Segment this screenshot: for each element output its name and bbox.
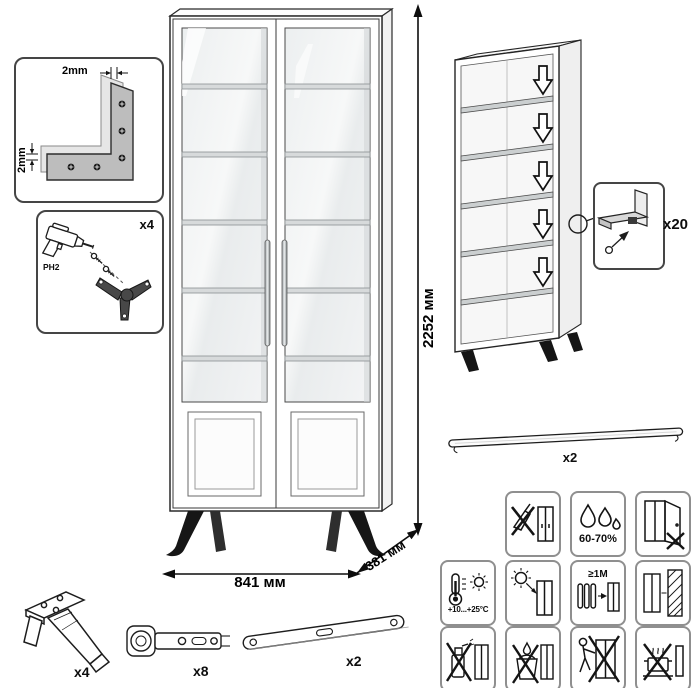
no-wet-cleaning-icon [511,641,554,684]
shelf-placement-view [441,34,607,392]
handle-bar-icon [448,427,684,454]
insert-arrows-icon [532,65,554,288]
callout-circle [568,214,588,234]
no-door-lean-icon [644,499,685,550]
shelf-lines [181,83,371,362]
height-dimension-label: 2252 мм [420,288,437,348]
hinge-icon [126,625,230,657]
corner-dim-left-label: 2mm [16,147,28,173]
shelf-fastener-detail [593,182,665,270]
care-box-no-dragging [570,626,626,688]
no-dragging-icon [578,635,621,683]
cabinet-front-view [158,4,400,570]
strip-icon [242,614,409,650]
no-sharp-objects-icon [510,503,554,542]
radiator-distance-icon [577,582,620,612]
drill-icon [41,222,95,258]
water-drops-icon [580,503,621,531]
strip-part [240,608,425,660]
handle-part [441,416,696,458]
thermometer-icon [448,572,488,606]
shelves-icon [460,95,554,306]
width-dimension-arrow [162,569,361,579]
width-dimension-label: 841 мм [234,574,286,591]
drill-count-label: x4 [139,217,154,232]
temperature-value: +10...+25°C [447,604,489,614]
corner-bracket-icon [26,67,134,181]
care-box-humidity: 60-70% [570,491,626,557]
leg-count-label: x4 [74,664,90,680]
care-box-no-solvents [440,626,496,688]
strip-count-label: x2 [346,653,362,669]
screw-icon [90,252,115,277]
drill-bit-label: PH2 [43,262,60,272]
care-box-no-wet-cleaning [505,626,561,688]
cabinet-drawing [166,7,394,557]
handle-count-label: x2 [562,450,578,465]
fastener-count-label: x20 [663,216,689,233]
no-hot-items-icon [643,643,684,681]
no-solvents-icon [445,638,489,682]
leg-part [14,580,120,680]
open-cabinet-icon [454,39,607,372]
drill-inset: x4 PH2 [36,210,164,334]
hinge-count-label: x8 [193,663,209,679]
care-box-heater-distance: ≥1M [570,560,626,626]
depth-dimension-arrow [356,528,420,574]
hinge-part [124,618,236,662]
drill-and-leg-icon [41,222,152,321]
care-box-no-sharp-objects [505,491,561,557]
care-box-wall-clearance [635,560,691,626]
corner-dim-top-label: 2mm [62,65,88,77]
shelf-fastener-icon [596,189,650,255]
humidity-value: 60-70% [579,533,617,546]
leg-part-icon [23,591,111,674]
open-cabinet-legs-icon [461,332,583,372]
care-box-no-direct-sun [505,560,561,626]
care-box-no-hot-items [635,626,691,688]
care-box-no-door-lean [635,491,691,557]
no-direct-sun-icon [511,568,553,616]
door-handles-icon [264,239,288,347]
corner-bracket-inset: 2mm 2mm [14,57,164,203]
cabinet-legs-icon [166,511,386,557]
leg-bracket-icon [95,277,152,321]
care-box-temperature: +10...+25°C [440,560,496,626]
wall-clearance-icon [643,569,683,617]
heater-distance-value: ≥1M [588,568,608,580]
